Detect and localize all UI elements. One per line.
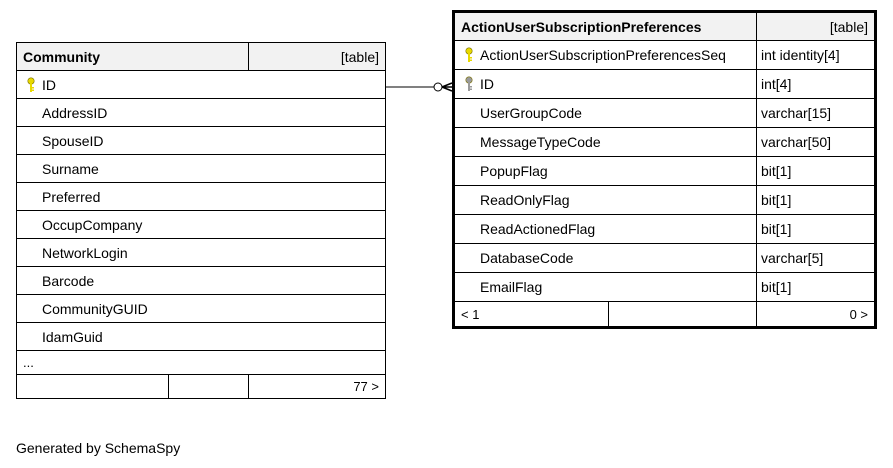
column-name: ReadActionedFlag	[480, 221, 596, 237]
child-count[interactable]: 77 >	[248, 374, 386, 399]
column-row[interactable]: SpouseID	[16, 126, 386, 155]
column-name: ReadOnlyFlag	[480, 192, 570, 208]
column-name: SpouseID	[42, 132, 104, 149]
column-row[interactable]: EmailFlag bit[1]	[453, 272, 876, 302]
table-header: Community [table]	[16, 42, 386, 71]
table-footer: < 1 0 >	[453, 301, 876, 328]
community-table[interactable]: Community [table] ID AddressID SpouseID Sur…	[16, 42, 386, 399]
column-row[interactable]: ID	[16, 70, 386, 99]
table-header: ActionUserSubscriptionPreferences [table…	[453, 11, 876, 41]
column-name: PopupFlag	[480, 163, 548, 179]
column-row[interactable]: DatabaseCode varchar[5]	[453, 243, 876, 273]
column-type: varchar[5]	[756, 243, 876, 273]
column-type: bit[1]	[756, 272, 876, 302]
column-name: Barcode	[42, 272, 95, 289]
parent-count[interactable]: < 1	[453, 301, 609, 328]
table-footer: 77 >	[16, 374, 386, 399]
column-name: CommunityGUID	[42, 300, 148, 317]
column-type: bit[1]	[756, 185, 876, 215]
column-row[interactable]: Surname	[16, 154, 386, 183]
column-row[interactable]: ID int[4]	[453, 69, 876, 99]
column-type: bit[1]	[756, 156, 876, 186]
table-type-tag: [table]	[756, 11, 876, 41]
column-row[interactable]: UserGroupCode varchar[15]	[453, 98, 876, 128]
table-type-tag: [table]	[248, 42, 386, 71]
column-row[interactable]: AddressID	[16, 98, 386, 127]
column-row[interactable]: ReadOnlyFlag bit[1]	[453, 185, 876, 215]
column-name: NetworkLogin	[42, 244, 128, 261]
column-name: Surname	[42, 160, 99, 177]
column-row[interactable]: PopupFlag bit[1]	[453, 156, 876, 186]
column-name: UserGroupCode	[480, 105, 582, 121]
column-name: OccupCompany	[42, 216, 143, 233]
column-row[interactable]: ActionUserSubscriptionPreferencesSeq int …	[453, 40, 876, 70]
column-type: varchar[50]	[756, 127, 876, 157]
column-name: AddressID	[42, 104, 108, 121]
generator-credit: Generated by SchemaSpy	[16, 440, 181, 456]
column-name: MessageTypeCode	[480, 134, 601, 150]
column-row[interactable]: OccupCompany	[16, 210, 386, 239]
column-name: EmailFlag	[480, 279, 543, 295]
child-count[interactable]: 0 >	[756, 301, 876, 328]
column-row[interactable]: IdamGuid	[16, 322, 386, 351]
table-name[interactable]: Community	[16, 42, 249, 71]
action-user-subscription-preferences-table[interactable]: ActionUserSubscriptionPreferences [table…	[452, 10, 877, 329]
column-name: Preferred	[42, 188, 101, 205]
column-row[interactable]: MessageTypeCode varchar[50]	[453, 127, 876, 157]
column-type: int[4]	[756, 69, 876, 99]
column-type: int identity[4]	[756, 40, 876, 70]
column-row[interactable]: ReadActionedFlag bit[1]	[453, 214, 876, 244]
column-name: IdamGuid	[42, 328, 103, 345]
column-name: DatabaseCode	[480, 250, 574, 266]
column-name: ID	[42, 76, 56, 93]
more-rows-indicator: ...	[16, 350, 386, 375]
table-name[interactable]: ActionUserSubscriptionPreferences	[453, 11, 757, 41]
column-name: ActionUserSubscriptionPreferencesSeq	[480, 47, 726, 63]
column-type: bit[1]	[756, 214, 876, 244]
column-row[interactable]: Barcode	[16, 266, 386, 295]
column-row[interactable]: NetworkLogin	[16, 238, 386, 267]
column-row[interactable]: CommunityGUID	[16, 294, 386, 323]
column-row[interactable]: Preferred	[16, 182, 386, 211]
column-name: ID	[480, 76, 494, 92]
column-type: varchar[15]	[756, 98, 876, 128]
